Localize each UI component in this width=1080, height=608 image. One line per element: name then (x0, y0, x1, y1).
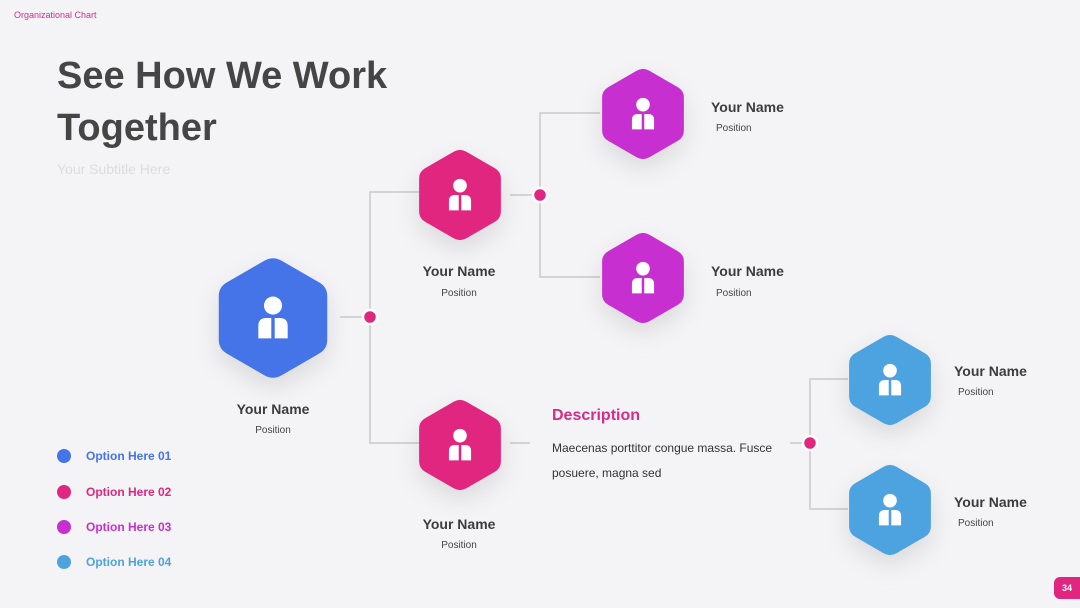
node-staff4-hexagon[interactable] (847, 464, 933, 556)
node-staff3-position: Position (958, 387, 994, 398)
node-staff1-hexagon[interactable] (600, 68, 686, 160)
junction-dot-mgr1 (531, 186, 549, 204)
legend-label: Option Here 01 (86, 449, 172, 463)
page-number: 34 (1054, 577, 1080, 599)
legend-item-01: Option Here 01 (57, 448, 171, 464)
legend-dot (57, 449, 71, 463)
node-staff4-position: Position (958, 518, 994, 529)
legend-dot (57, 485, 71, 499)
node-staff3-hexagon[interactable] (847, 334, 933, 426)
legend-label: Option Here 03 (86, 520, 172, 534)
legend-dot (57, 555, 71, 569)
node-root-name: Your Name (236, 401, 310, 417)
legend-item-03: Option Here 03 (57, 519, 171, 535)
person-icon (631, 261, 655, 294)
node-staff1-name: Your Name (711, 99, 784, 115)
legend-label: Option Here 04 (86, 555, 172, 569)
node-mgr1-position: Position (441, 288, 477, 299)
node-mgr2-name: Your Name (422, 516, 496, 532)
node-staff4-name: Your Name (954, 494, 1027, 510)
node-staff3-name: Your Name (954, 363, 1027, 379)
person-icon (878, 493, 902, 526)
legend-item-04: Option Here 04 (57, 554, 171, 570)
junction-dot-root (361, 308, 379, 326)
connector-mgr1-branch (539, 112, 600, 278)
legend-item-02: Option Here 02 (57, 484, 171, 500)
node-mgr2-hexagon[interactable] (417, 399, 503, 491)
person-icon (448, 178, 472, 211)
person-icon (258, 296, 288, 339)
legend-dot (57, 520, 71, 534)
legend-label: Option Here 02 (86, 485, 172, 499)
description-body: Maecenas porttitor congue massa. Fusce p… (552, 441, 773, 480)
node-mgr1-hexagon[interactable] (417, 149, 503, 241)
junction-dot-desc (801, 434, 819, 452)
person-icon (448, 428, 472, 461)
header-label: Organizational Chart (14, 10, 97, 20)
node-staff2-name: Your Name (711, 263, 784, 279)
node-mgr2-position: Position (441, 540, 477, 551)
node-staff1-position: Position (716, 123, 752, 134)
description-title: Description (552, 407, 641, 424)
node-root-hexagon[interactable] (216, 257, 330, 379)
page-title: See How We Work Together (57, 55, 388, 149)
node-mgr1-name: Your Name (422, 263, 496, 279)
person-icon (878, 363, 902, 396)
node-root-position: Position (255, 425, 291, 436)
page-subtitle: Your Subtitle Here (57, 161, 171, 177)
node-staff2-hexagon[interactable] (600, 232, 686, 324)
node-staff2-position: Position (716, 288, 752, 299)
person-icon (631, 97, 655, 130)
